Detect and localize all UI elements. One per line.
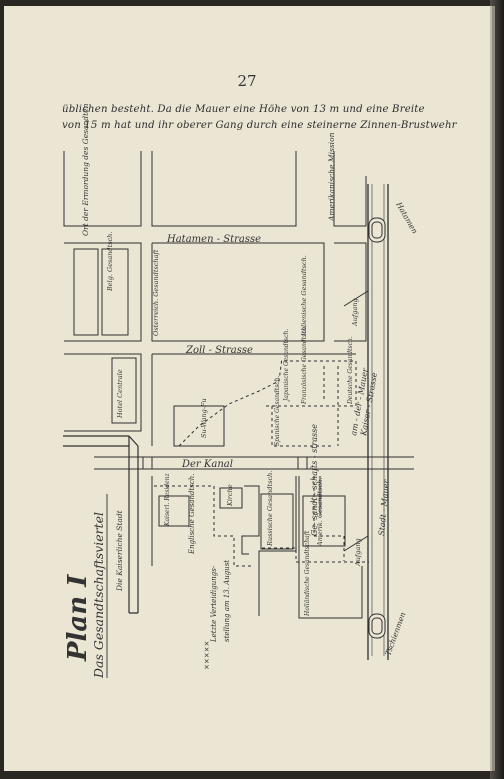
block-outline — [73, 248, 99, 336]
label-hotel-centrale: Hotel Centrale — [116, 369, 124, 419]
plan-title: Plan I — [63, 574, 93, 662]
block-outline — [302, 495, 346, 547]
label-amerik-gesandtschaft: Amerik. Gesandtsch. — [316, 478, 324, 547]
defence-line — [178, 357, 283, 447]
defence-line — [262, 547, 369, 563]
block-outline — [64, 353, 142, 432]
street-label-gesandtschafts: Ge- sandt - schafts - strasse — [310, 424, 319, 536]
label-japanische-gesandtschaft: Japanische Gesandtsch. — [283, 329, 290, 403]
label-italienische-gesandtschaft: Italienische Gesandtsch. — [300, 255, 308, 337]
block-outline — [151, 151, 297, 227]
label-ort-ermordung: Ort der Ermordung des Gesandten — [81, 103, 90, 236]
canal-bridge — [142, 457, 308, 469]
street-label-zoll: Zoll - Strasse — [185, 345, 253, 356]
hatamen-gate — [368, 217, 386, 243]
block-outline — [63, 151, 142, 227]
block-outline — [298, 476, 363, 619]
text-line-1: üblichen besteht. Da die Mauer eine Höhe… — [62, 104, 425, 115]
gate-label-hatamen: Hatamen — [394, 200, 420, 236]
wall-ramp — [343, 290, 369, 552]
hatamen-gate-inner — [371, 221, 383, 239]
defence-line — [313, 476, 345, 561]
label-hollaendische-gesandtschaft: Holländische Gesandtschaft — [304, 530, 311, 617]
street-label-stadt-mauer: Stadt - Mauer — [377, 478, 391, 536]
block-outline — [219, 487, 243, 509]
canal-label: Der Kanal — [181, 459, 233, 470]
label-kirche: Kirche — [226, 484, 234, 507]
imperial-wall — [128, 435, 139, 614]
label-amerikanische-mission: Amerikanische Mission — [327, 132, 336, 222]
text-line-2: von 15 m hat und ihr oberer Gang durch e… — [62, 120, 457, 131]
label-franzoesische-gesandtschaft: Französische Gesandtsch. — [301, 325, 308, 405]
block-outline — [333, 151, 367, 227]
label-kaiser-residenz: Kaiserl. Residenz — [164, 472, 171, 527]
label-spanische-gesandtschaft: Spanische Gesandtsch. — [274, 376, 281, 446]
block-outline — [151, 353, 356, 446]
defence-line — [271, 406, 334, 447]
legend-line-2: stellung am 13. August — [223, 560, 231, 642]
book-spine — [490, 0, 504, 779]
label-deutsche-gesandtschaft: Deutsche Gesandtsch. — [347, 336, 354, 405]
label-oesterreich-gesandtschaft: Österreich. Gesandtschaft — [151, 249, 160, 336]
label-su-wang-fu: Su-Wang-Fu — [200, 398, 208, 438]
block-outline — [64, 242, 142, 342]
label-aufgang-north: Aufgang — [351, 298, 359, 327]
imperial-city-label: Die Kaiserliche Stadt — [115, 509, 124, 592]
canal — [94, 456, 414, 470]
block-outline — [260, 493, 294, 550]
defence-line — [323, 366, 339, 446]
block-outline — [151, 242, 325, 342]
block-outline — [241, 485, 260, 555]
label-aufgang-south: Aufgang — [354, 538, 362, 567]
block-outline — [111, 357, 137, 424]
block-outline — [173, 405, 225, 447]
legation-quarter-map: Hatamen - Strasse Zoll - Strasse Der Kan… — [63, 103, 420, 679]
label-belg-gesandtschaft: Belg. Gesandtsch. — [106, 232, 114, 292]
city-wall-inner — [371, 184, 385, 656]
defence-line — [154, 485, 254, 567]
label-englische-gesandtschaft: Englische Gesandtsch. — [188, 473, 196, 555]
label-russische-gesandtschaft: Russische Gesandtsch. — [266, 471, 274, 547]
book-page: 27 üblichen besteht. Da die Mauer eine H… — [4, 6, 490, 771]
gate-label-tschienmen: Tschienmen — [383, 611, 407, 657]
tschienmen-gate — [368, 613, 386, 639]
legend-line-1: Letzte Verteidigungs- — [210, 565, 218, 643]
block-outline — [334, 242, 367, 342]
block-outline — [158, 495, 190, 527]
block-outline — [258, 476, 297, 616]
plan-subtitle: Das Gesandtschaftsviertel — [91, 512, 106, 679]
city-wall — [367, 184, 389, 660]
legend-marker: ××××× — [203, 641, 211, 670]
block-outline — [101, 248, 129, 336]
defence-line — [266, 360, 357, 407]
street-label-hatamen: Hatamen - Strasse — [166, 234, 261, 245]
imperial-wall — [63, 435, 129, 447]
page-number: 27 — [237, 72, 257, 90]
tschienmen-gate-inner — [371, 617, 383, 635]
